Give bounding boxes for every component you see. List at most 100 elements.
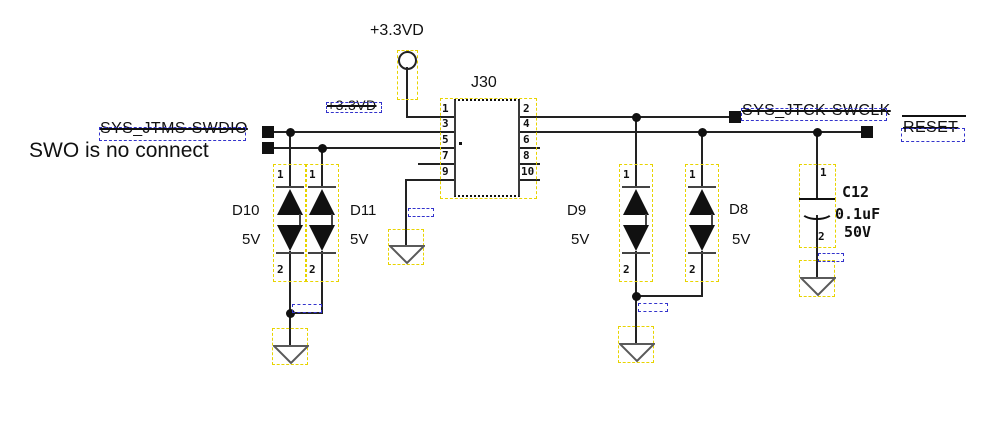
capacitor-c12-selection-top (799, 164, 836, 200)
pin-number-2: 2 (523, 102, 530, 115)
diode-cathode-bar (276, 252, 304, 254)
diode-ref-d10[interactable]: D10 (232, 202, 260, 219)
selection-box (440, 98, 537, 199)
label-selection-box (99, 127, 246, 141)
diode-ref-d9[interactable]: D9 (567, 202, 587, 219)
power-flag-label[interactable]: +3.3VD (370, 22, 424, 39)
ground-symbol[interactable] (273, 345, 309, 365)
wire-c12-top (816, 131, 818, 200)
wire-reset (519, 131, 862, 133)
diode-triangle-down (689, 225, 715, 251)
junction-dot (318, 144, 327, 153)
hidden-label-box (408, 208, 434, 217)
diode-tick (645, 214, 647, 225)
capacitor-ref[interactable]: C12 (842, 183, 870, 201)
diode-pin-top: 1 (277, 168, 284, 181)
junction-dot (698, 128, 707, 137)
capacitor-pin-top: 1 (820, 166, 827, 179)
diode-cathode-bar (688, 186, 716, 188)
diode-triangle-up (277, 189, 303, 215)
net-label-swclk[interactable]: SYS_JTCK-SWCLK (742, 102, 891, 119)
wire-d8-bottom (701, 251, 703, 297)
diode-triangle-down (623, 225, 649, 251)
net-label-v33[interactable]: +3.3VD (327, 97, 377, 113)
net-port-square-swo (262, 142, 274, 154)
capacitor-rating: 50V (844, 223, 872, 241)
diode-cathode-bar (622, 252, 650, 254)
diode-value-d8: 5V (732, 231, 751, 248)
note-swo[interactable]: SWO is no connect (29, 139, 209, 162)
diode-value-d11: 5V (350, 231, 369, 248)
connector-ref[interactable]: J30 (471, 74, 497, 91)
diode-triangle-down (277, 225, 303, 251)
pin-number-9: 9 (442, 165, 449, 178)
junction-dot (286, 309, 295, 318)
wire-swdio (274, 131, 455, 133)
hidden-label-box (818, 253, 844, 262)
diode-ref-d8[interactable]: D8 (729, 201, 749, 218)
wire-c12-bottom (816, 215, 818, 278)
diode-tick (299, 214, 301, 225)
tvs-diode-d9[interactable]: 1 2 (619, 164, 653, 282)
diode-cathode-bar (622, 186, 650, 188)
diode-cathode-bar (308, 186, 336, 188)
diode-ref-d11[interactable]: D11 (350, 202, 377, 219)
wire-d11-top (321, 147, 323, 187)
capacitor-plate-flat (799, 198, 835, 200)
stub-pin6 (519, 147, 540, 149)
power-flag-circle[interactable] (398, 51, 417, 70)
wire-pin9 (405, 179, 455, 181)
wire-d10-top (289, 131, 291, 187)
diode-cathode-bar (308, 252, 336, 254)
tvs-diode-d11[interactable]: 1 2 (305, 164, 339, 282)
wire-d9-top (635, 116, 637, 187)
junction-dot (286, 128, 295, 137)
diode-cathode-bar (688, 252, 716, 254)
label-selection-box (741, 108, 887, 121)
no-connect-mark (459, 142, 462, 145)
diode-tick (711, 214, 713, 225)
diode-pin-top: 1 (623, 168, 630, 181)
diode-pin-bottom: 2 (623, 263, 630, 276)
net-label-reset[interactable]: RESET (903, 119, 959, 136)
pin-number-4: 4 (523, 117, 530, 130)
wire-pin9-down (405, 179, 407, 247)
capacitor-value: 0.1uF (835, 205, 881, 223)
wire-swclk (519, 116, 730, 118)
junction-dot (813, 128, 822, 137)
connector-body[interactable] (454, 99, 520, 197)
net-port-square-swclk (729, 111, 741, 123)
label-selection-box (326, 102, 382, 113)
junction-dot (632, 292, 641, 301)
pin-number-5: 5 (442, 133, 449, 146)
ground-symbol[interactable] (800, 277, 836, 297)
wire-d8-join (636, 295, 703, 297)
diode-pin-bottom: 2 (309, 263, 316, 276)
capacitor-plate-curved[interactable] (800, 202, 834, 220)
wire-power-stem (406, 67, 408, 118)
ground-symbol[interactable] (619, 343, 655, 363)
tvs-diode-d8[interactable]: 1 2 (685, 164, 719, 282)
diode-tick (331, 214, 333, 225)
diode-triangle-down (309, 225, 335, 251)
diode-pin-bottom: 2 (689, 263, 696, 276)
stub-pin7 (418, 163, 455, 165)
pin-number-1: 1 (442, 102, 449, 115)
pin-number-8: 8 (523, 149, 530, 162)
pin-number-3: 3 (442, 117, 449, 130)
net-port-square-reset (861, 126, 873, 138)
stub-pin8 (519, 163, 540, 165)
pin-number-7: 7 (442, 149, 449, 162)
diode-value-d10: 5V (242, 231, 261, 248)
wire-swo (274, 147, 455, 149)
stub-pin10 (519, 179, 540, 181)
hidden-label-box (292, 304, 322, 313)
hidden-label-box (638, 303, 668, 312)
ground-symbol[interactable] (389, 245, 425, 265)
reset-overline (902, 115, 966, 117)
tvs-diode-d10[interactable]: 1 2 (273, 164, 307, 282)
net-label-swdio[interactable]: SYS_JTMS-SWDIO (100, 120, 248, 137)
capacitor-pin-bottom: 2 (818, 230, 825, 243)
diode-cathode-bar (276, 186, 304, 188)
